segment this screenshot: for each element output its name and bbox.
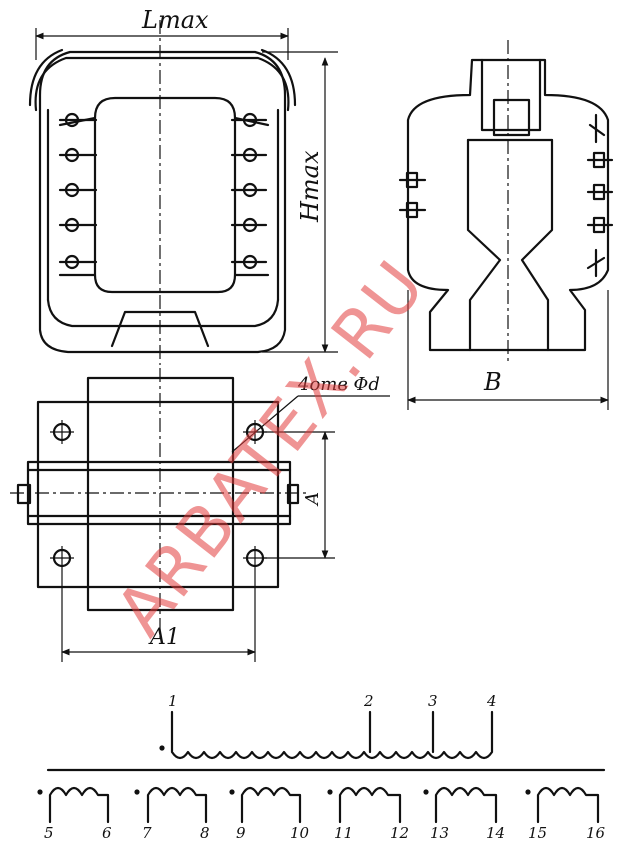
- pin-14: 14: [486, 824, 505, 842]
- pin-2: 2: [363, 692, 374, 710]
- lmax-label: Lmax: [141, 6, 209, 34]
- pin-10: 10: [290, 824, 310, 842]
- pin-9: 9: [236, 824, 246, 842]
- pin-6: 6: [102, 824, 112, 842]
- pin-8: 8: [200, 824, 210, 842]
- right-terminals: [230, 112, 268, 270]
- side-terminals-left: [398, 171, 427, 219]
- holes-label: 4отв Φd: [297, 374, 380, 395]
- pin-4: 4: [486, 692, 497, 710]
- winding-schematic: 1 2 3 4 5 6 7 8 9 10 11 12 13 14 15 16: [37, 692, 606, 842]
- pin-3: 3: [428, 692, 438, 710]
- top-view: 4отв Φd A A1: [10, 368, 390, 662]
- side-view: B: [398, 40, 614, 410]
- primary-dot: [159, 745, 165, 751]
- pin-16: 16: [586, 824, 606, 842]
- pin-15: 15: [528, 824, 547, 842]
- front-view: Lmax Hmax: [28, 6, 338, 365]
- secondary-windings: [37, 786, 600, 824]
- pin-11: 11: [334, 824, 353, 842]
- pin-12: 12: [390, 824, 409, 842]
- side-terminals-right: [586, 113, 614, 278]
- left-terminals: [58, 112, 98, 270]
- a-label: A: [302, 492, 323, 507]
- hmax-label: Hmax: [296, 150, 324, 223]
- a1-label: A1: [148, 625, 180, 650]
- primary-winding: [170, 710, 494, 760]
- pin-7: 7: [142, 824, 152, 842]
- pin-labels: 1 2 3 4 5 6 7 8 9 10 11 12 13 14 15 16: [44, 692, 606, 842]
- pin-13: 13: [430, 824, 449, 842]
- pin-5: 5: [44, 824, 54, 842]
- b-label: B: [483, 368, 502, 396]
- watermark: ARBATEX.RU: [101, 246, 441, 650]
- pin-1: 1: [168, 692, 178, 710]
